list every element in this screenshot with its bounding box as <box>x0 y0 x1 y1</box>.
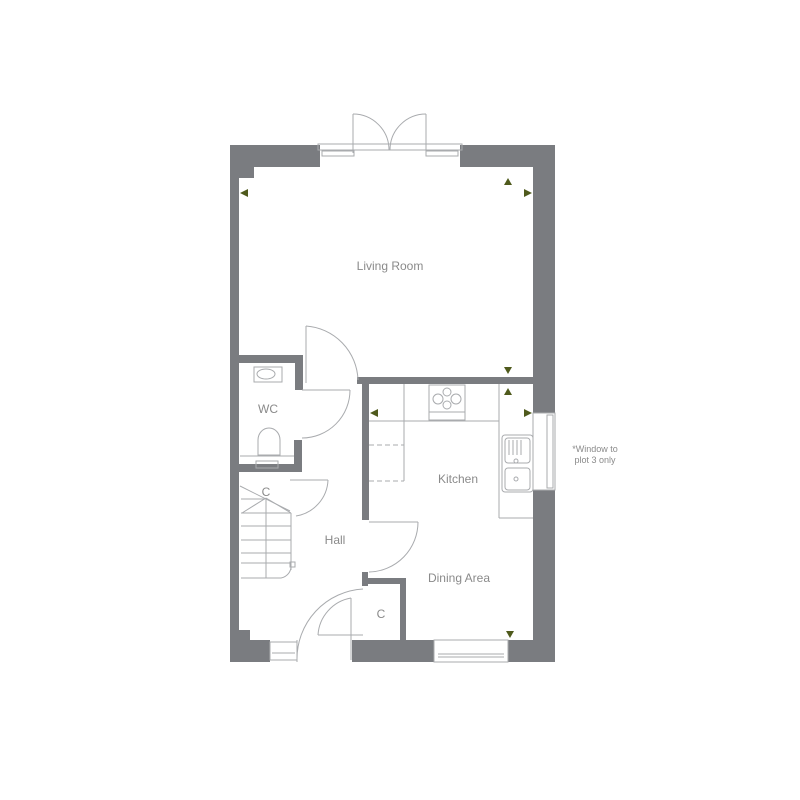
room-label-kitchen: Kitchen <box>437 472 479 486</box>
fixtures <box>239 113 556 663</box>
room-label-cupboard-hall: C <box>376 607 386 621</box>
room-label-cupboard-stairs: C <box>261 485 271 499</box>
room-label-wc: WC <box>258 402 278 416</box>
window-note: *Window to plot 3 only <box>572 444 618 466</box>
walls <box>230 145 555 662</box>
room-label-hall: Hall <box>324 533 346 547</box>
room-label-dining-area: Dining Area <box>427 571 491 585</box>
window-note-line2: plot 3 only <box>574 455 616 465</box>
window-note-line1: *Window to <box>572 444 618 454</box>
room-label-living-room: Living Room <box>356 259 424 273</box>
direction-markers <box>240 178 532 638</box>
